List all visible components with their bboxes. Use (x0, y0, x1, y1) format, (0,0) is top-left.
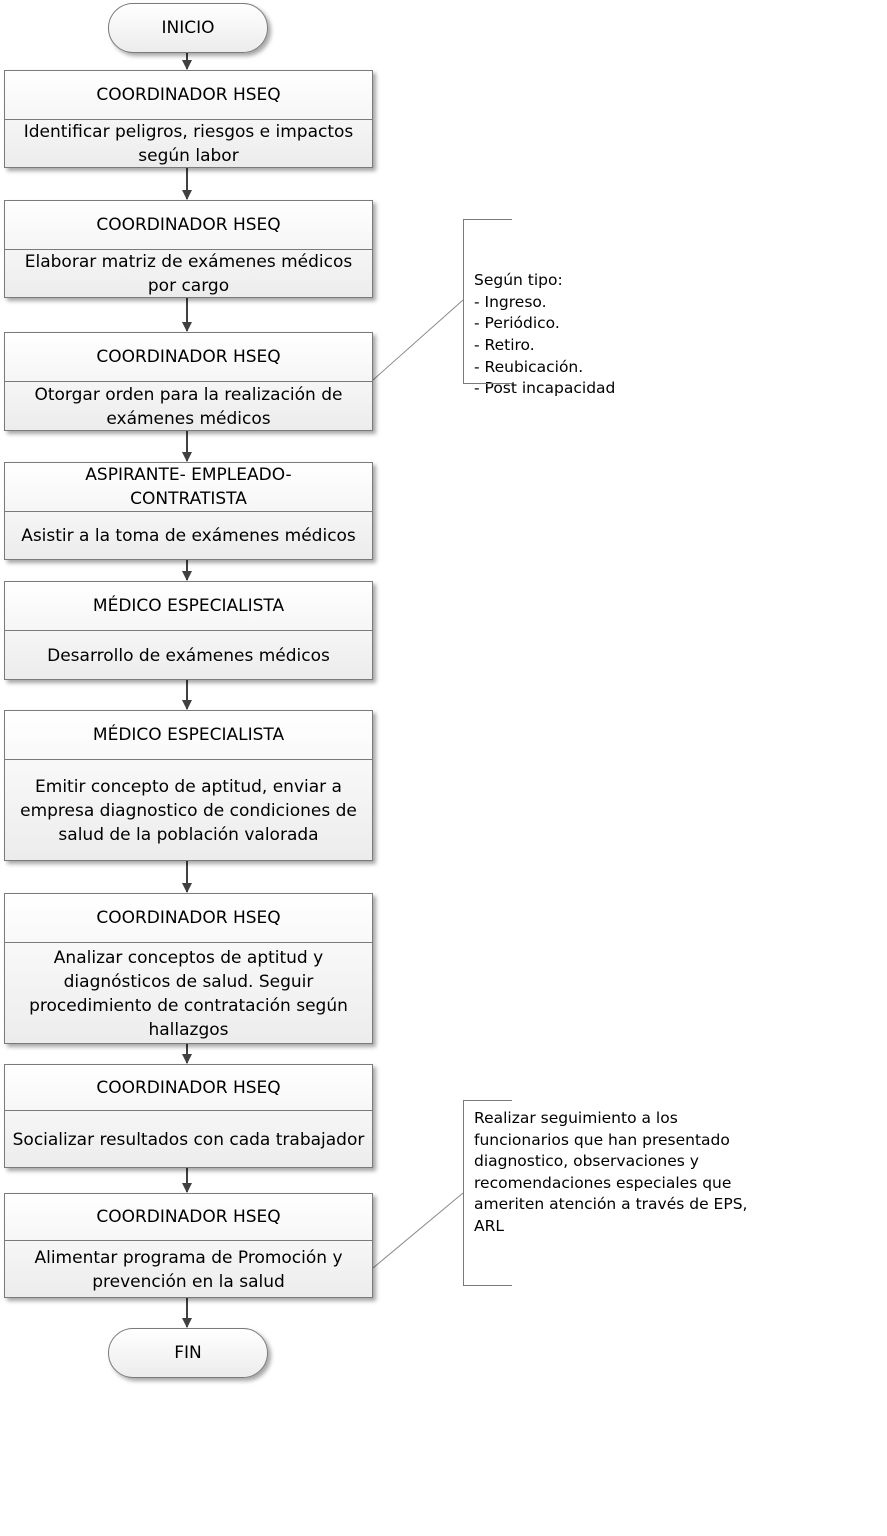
step-action: Socializar resultados con cada trabajado… (12, 1129, 365, 1150)
annotation-exam-types: Según tipo: - Ingreso. - Periódico. - Re… (463, 219, 763, 397)
annotation-leader-2 (372, 1192, 464, 1269)
step-box-2: COORDINADOR HSEQ Elaborar matriz de exám… (4, 200, 373, 298)
annotation-leader-1 (372, 299, 464, 381)
step-action: Emitir concepto de aptitud, enviar a emp… (20, 776, 357, 845)
step-action: Otorgar orden para la realización de exá… (34, 384, 343, 429)
step-box-9: COORDINADOR HSEQ Alimentar programa de P… (4, 1193, 373, 1298)
annotation-bracket-bottom (464, 1285, 512, 1286)
annotation-follow-up: Realizar seguimiento a los funcionarios … (463, 1100, 753, 1286)
step-box-4: ASPIRANTE- EMPLEADO- CONTRATISTA Asistir… (4, 462, 373, 560)
annotation-text: Según tipo: - Ingreso. - Periódico. - Re… (474, 271, 616, 398)
step-box-3: COORDINADOR HSEQ Otorgar orden para la r… (4, 332, 373, 431)
step-action: Analizar conceptos de aptitud y diagnóst… (29, 947, 348, 1040)
step-box-1: COORDINADOR HSEQ Identificar peligros, r… (4, 70, 373, 168)
step-box-8: COORDINADOR HSEQ Socializar resultados c… (4, 1064, 373, 1168)
start-label: INICIO (161, 18, 215, 38)
step-box-6: MÉDICO ESPECIALISTA Emitir concepto de a… (4, 710, 373, 861)
step-role: MÉDICO ESPECIALISTA (5, 582, 372, 631)
start-terminal: INICIO (108, 3, 268, 53)
step-role: COORDINADOR HSEQ (5, 333, 372, 382)
step-role: COORDINADOR HSEQ (5, 71, 372, 120)
step-action: Alimentar programa de Promoción y preven… (34, 1247, 343, 1292)
annotation-text: Realizar seguimiento a los funcionarios … (474, 1109, 748, 1235)
step-role: COORDINADOR HSEQ (5, 201, 372, 250)
step-action: Elaborar matriz de exámenes médicos por … (24, 252, 353, 296)
annotation-bracket-bottom (464, 383, 512, 384)
step-role: COORDINADOR HSEQ (5, 1065, 372, 1111)
end-terminal: FIN (108, 1328, 268, 1378)
step-action: Identificar peligros, riesgos e impactos… (23, 122, 354, 166)
step-action: Asistir a la toma de exámenes médicos (21, 526, 356, 546)
step-action: Desarrollo de exámenes médicos (47, 645, 330, 666)
step-box-7: COORDINADOR HSEQ Analizar conceptos de a… (4, 893, 373, 1044)
step-role: ASPIRANTE- EMPLEADO- CONTRATISTA (5, 463, 372, 512)
step-role: COORDINADOR HSEQ (5, 1194, 372, 1241)
step-role: COORDINADOR HSEQ (5, 894, 372, 943)
annotation-bracket-top (464, 219, 512, 220)
end-label: FIN (174, 1343, 202, 1363)
step-role: MÉDICO ESPECIALISTA (5, 711, 372, 760)
step-box-5: MÉDICO ESPECIALISTA Desarrollo de exámen… (4, 581, 373, 680)
annotation-bracket-top (464, 1100, 512, 1101)
